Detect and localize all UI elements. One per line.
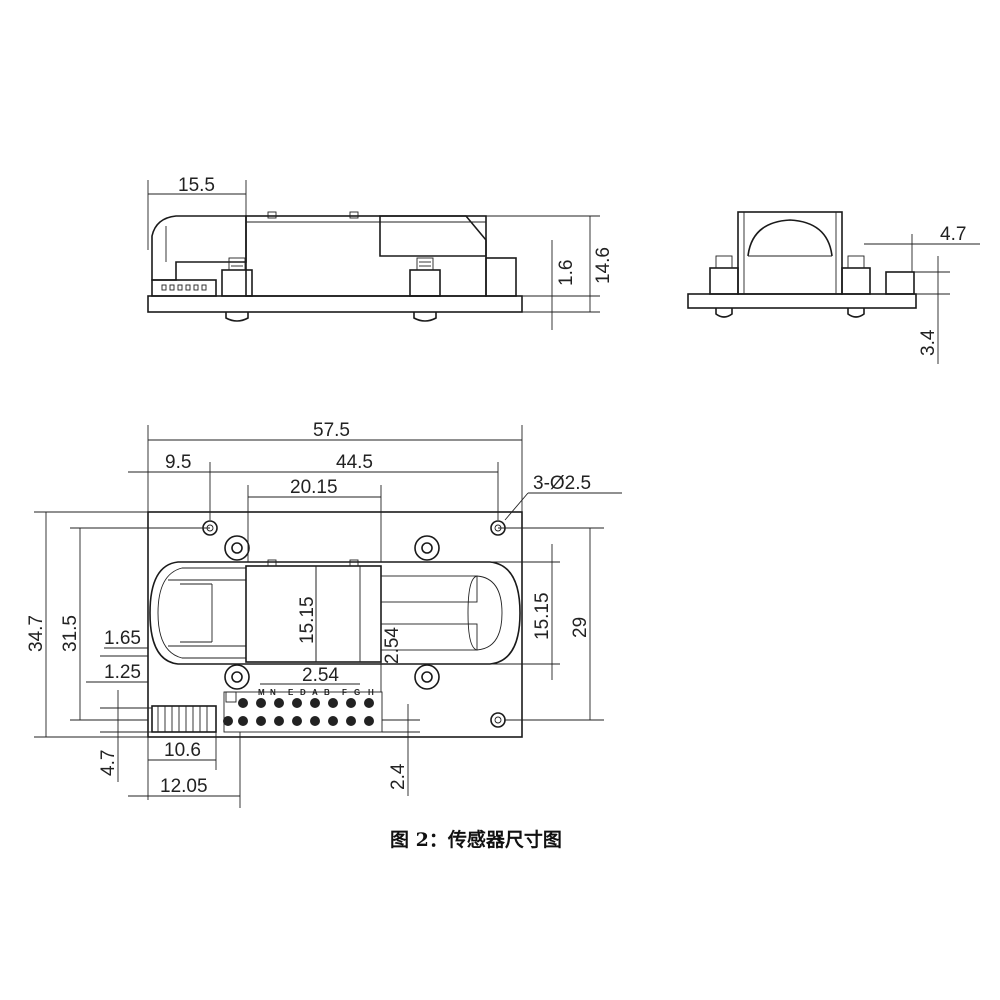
standoff-nut-4 <box>414 664 440 690</box>
total-width-label: 57.5 <box>313 420 350 441</box>
side-width-label: 15.5 <box>178 175 215 196</box>
standoff-right <box>409 257 441 322</box>
connector-width-label: 10.6 <box>164 740 201 761</box>
standoff-nut-2 <box>414 535 440 561</box>
window-width-label: 20.15 <box>290 477 338 498</box>
right-inner-height-label: 15.15 <box>532 592 553 640</box>
standoff-left <box>221 257 253 322</box>
end-offset-label: 4.7 <box>940 224 966 245</box>
side-connector-pins <box>161 284 207 291</box>
standoff-nut-3 <box>224 664 250 690</box>
edge-offset-b-label: 1.25 <box>104 662 141 683</box>
side-height-label: 14.6 <box>593 247 614 284</box>
pin-letter: M <box>258 688 265 697</box>
side-thickness-label: 1.6 <box>556 260 577 286</box>
pin-letter: D <box>300 688 306 697</box>
end-leg-label: 3.4 <box>918 329 939 356</box>
connector-pins <box>157 706 208 732</box>
standoff-nut-1 <box>224 535 250 561</box>
pin-letters: M N E D A B F G H <box>258 688 374 697</box>
pin-header <box>223 691 383 733</box>
pin-letter: G <box>354 688 360 697</box>
pin-letter: F <box>342 688 347 697</box>
right-height-label: 29 <box>570 617 591 638</box>
top-view: M N E D A B F G H 57.5 9.5 44.5 20.15 3-… <box>26 420 622 808</box>
pin-letter: A <box>312 688 318 697</box>
bottom-left-label: 4.7 <box>98 750 119 776</box>
total-height-label: 34.7 <box>26 615 47 652</box>
edge-offset-a-label: 1.65 <box>104 628 141 649</box>
bottom-right-label: 2.4 <box>388 763 409 790</box>
hole-span-label: 44.5 <box>336 452 373 473</box>
pin-letter: B <box>324 688 330 697</box>
pin-letter: N <box>270 688 276 697</box>
left-offset-label: 9.5 <box>165 452 191 473</box>
hole-callout-label: 3-Ø2.5 <box>533 473 591 494</box>
mounting-hole-bottom-right <box>490 712 506 728</box>
hole-height-label: 31.5 <box>60 615 81 652</box>
pin-letter: H <box>368 688 374 697</box>
figure-caption: 图 2：传感器尺寸图 <box>390 828 562 851</box>
connector-offset-label: 12.05 <box>160 776 208 797</box>
inner-height-label: 15.15 <box>297 596 318 644</box>
pitch-label: 2.54 <box>302 665 339 686</box>
side-view: 15.5 1.6 14.6 <box>147 175 614 330</box>
pin-letter: E <box>288 688 294 697</box>
end-view: 4.7 3.4 <box>687 211 980 364</box>
pitch-vertical-label: 2.54 <box>382 627 403 664</box>
